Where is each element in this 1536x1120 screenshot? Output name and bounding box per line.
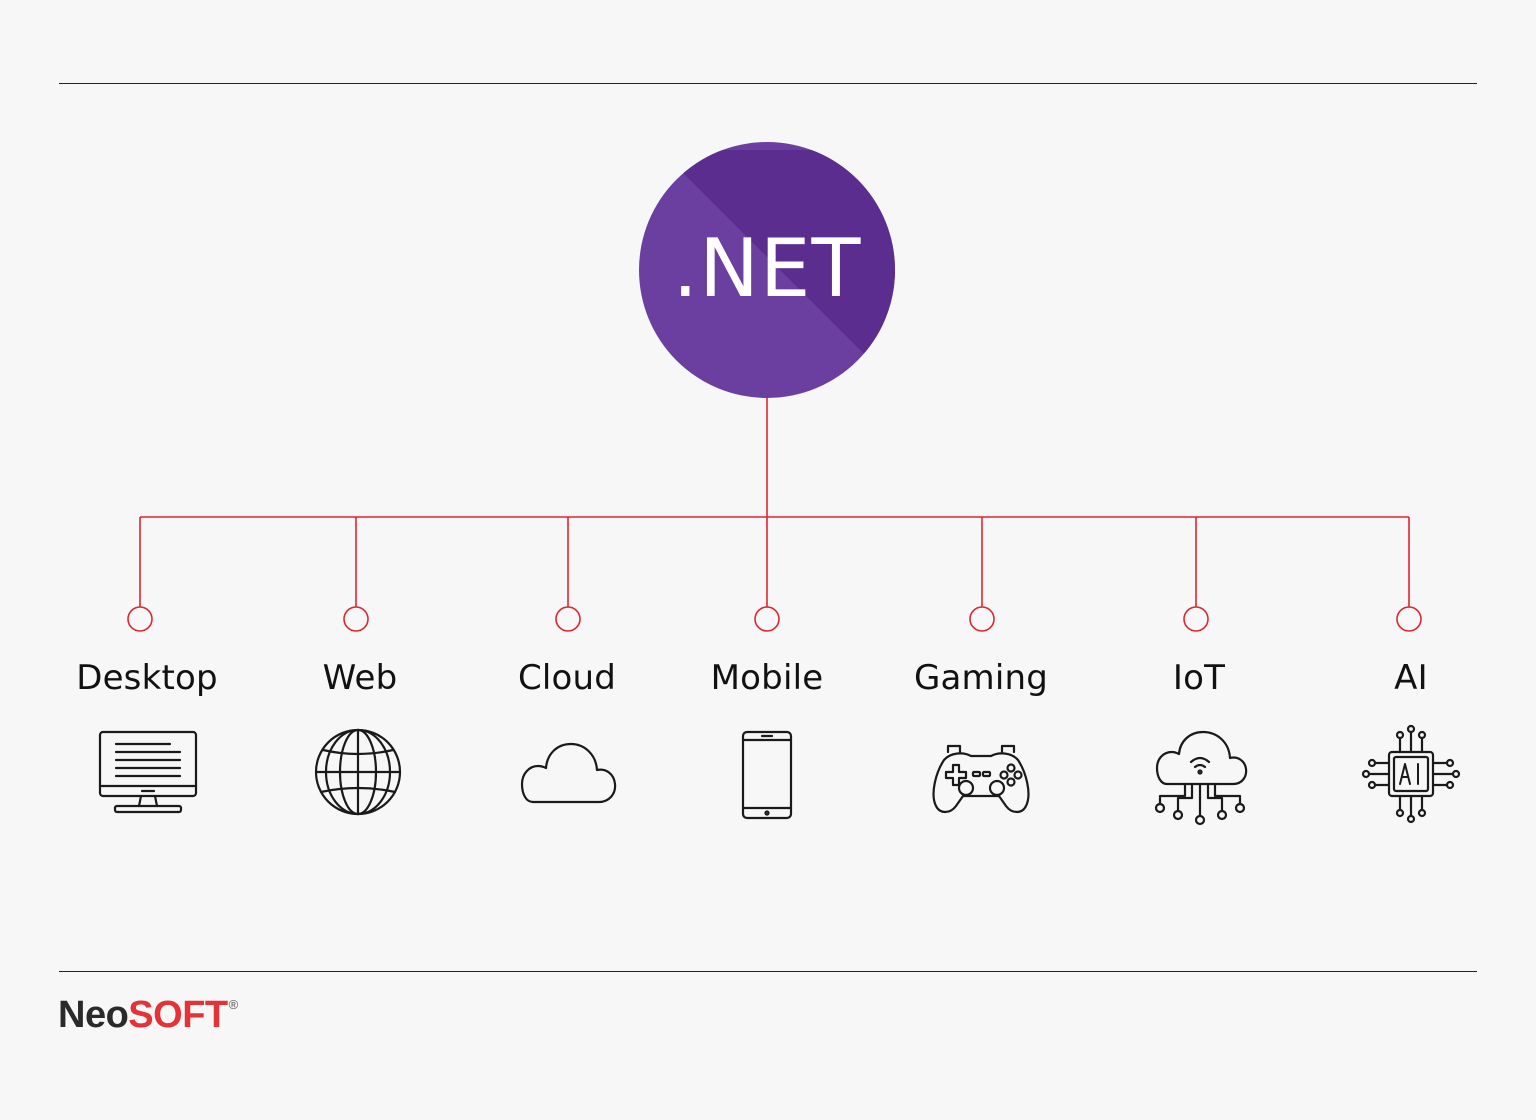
hub-label: .NET (673, 222, 862, 315)
top-divider (59, 83, 1477, 84)
branch-label-cloud: Cloud (517, 658, 617, 698)
branch-label-mobile: Mobile (710, 658, 824, 698)
branch-label-desktop: Desktop (76, 658, 218, 698)
branch-node-desktop (127, 606, 153, 632)
logo-soft: SOFT (128, 994, 228, 1036)
desktop-monitor-icon (93, 724, 203, 824)
branch-node-ai (1396, 606, 1422, 632)
hub-node: .NET (639, 142, 895, 398)
hub-shade (660, 150, 895, 390)
cloud-icon (511, 724, 621, 824)
iot-cloud-icon (1145, 724, 1255, 826)
neosoft-logo: NeoSOFT® (58, 996, 238, 1034)
branch-label-ai: AI (1394, 658, 1428, 698)
branch-node-iot (1183, 606, 1209, 632)
branch-node-web (343, 606, 369, 632)
smartphone-icon (712, 724, 822, 824)
logo-registered-mark: ® (228, 997, 239, 1012)
globe-icon (303, 724, 413, 824)
branch-label-gaming: Gaming (913, 658, 1049, 698)
branch-node-cloud (555, 606, 581, 632)
branch-label-iot: IoT (1172, 658, 1226, 698)
branch-node-mobile (754, 606, 780, 632)
gamepad-icon (926, 724, 1036, 824)
logo-neo: Neo (58, 994, 129, 1036)
branch-label-web: Web (322, 658, 398, 698)
ai-chip-icon (1356, 724, 1466, 824)
bottom-divider (59, 971, 1477, 972)
connector-lines (127, 398, 1422, 632)
branch-node-gaming (969, 606, 995, 632)
